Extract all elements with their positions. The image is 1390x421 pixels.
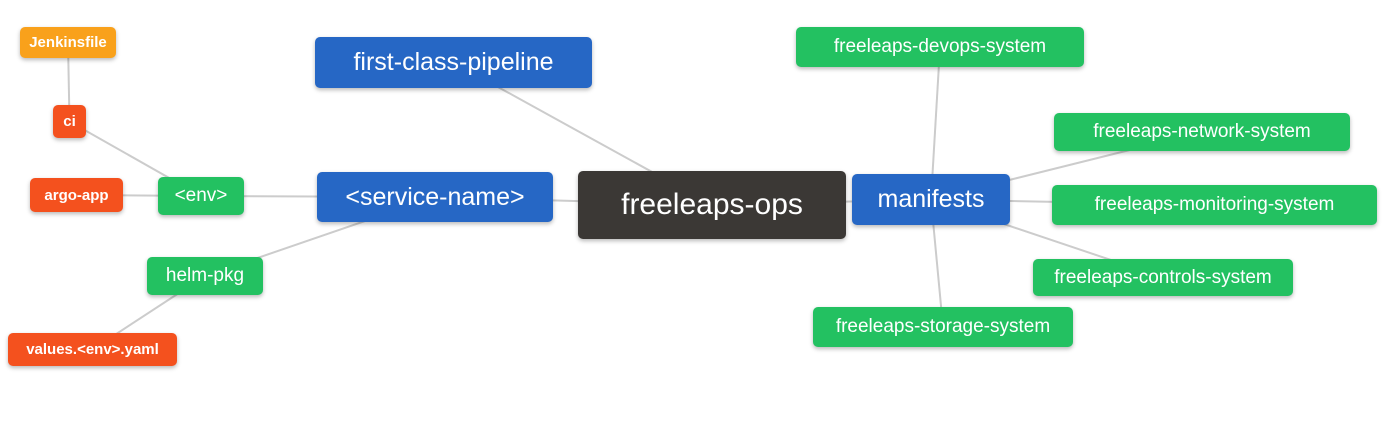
node-helm-pkg[interactable]: helm-pkg — [147, 257, 263, 295]
node-jenkinsfile[interactable]: Jenkinsfile — [20, 27, 116, 58]
node-freeleaps-storage-system[interactable]: freeleaps-storage-system — [813, 307, 1073, 347]
node-freeleaps-ops[interactable]: freeleaps-ops — [578, 171, 846, 239]
node-jenkinsfile-label: Jenkinsfile — [29, 34, 107, 51]
node-env[interactable]: <env> — [158, 177, 244, 215]
node-ci[interactable]: ci — [53, 105, 86, 138]
node-freeleaps-storage-system-label: freeleaps-storage-system — [835, 316, 1051, 337]
node-env-label: <env> — [174, 185, 228, 206]
node-freeleaps-network-system-label: freeleaps-network-system — [1093, 121, 1311, 142]
node-freeleaps-network-system[interactable]: freeleaps-network-system — [1054, 113, 1350, 151]
node-freeleaps-monitoring-system-label: freeleaps-monitoring-system — [1094, 194, 1335, 215]
node-values-env-yaml[interactable]: values.<env>.yaml — [8, 333, 177, 366]
node-values-env-yaml-label: values.<env>.yaml — [26, 341, 159, 358]
node-manifests[interactable]: manifests — [852, 174, 1010, 225]
node-manifests-label: manifests — [877, 185, 985, 213]
node-freeleaps-ops-label: freeleaps-ops — [621, 188, 803, 221]
node-first-class-pipeline[interactable]: first-class-pipeline — [315, 37, 592, 88]
node-freeleaps-devops-system-label: freeleaps-devops-system — [833, 36, 1047, 57]
node-service-name[interactable]: <service-name> — [317, 172, 553, 222]
node-service-name-label: <service-name> — [345, 182, 525, 211]
node-freeleaps-controls-system[interactable]: freeleaps-controls-system — [1033, 259, 1293, 296]
node-ci-label: ci — [63, 113, 76, 130]
node-argo-app[interactable]: argo-app — [30, 178, 123, 212]
node-freeleaps-devops-system[interactable]: freeleaps-devops-system — [796, 27, 1084, 67]
node-first-class-pipeline-label: first-class-pipeline — [353, 48, 554, 76]
node-helm-pkg-label: helm-pkg — [165, 265, 245, 286]
node-freeleaps-monitoring-system[interactable]: freeleaps-monitoring-system — [1052, 185, 1377, 225]
node-argo-app-label: argo-app — [44, 186, 109, 204]
node-freeleaps-controls-system-label: freeleaps-controls-system — [1054, 266, 1272, 288]
